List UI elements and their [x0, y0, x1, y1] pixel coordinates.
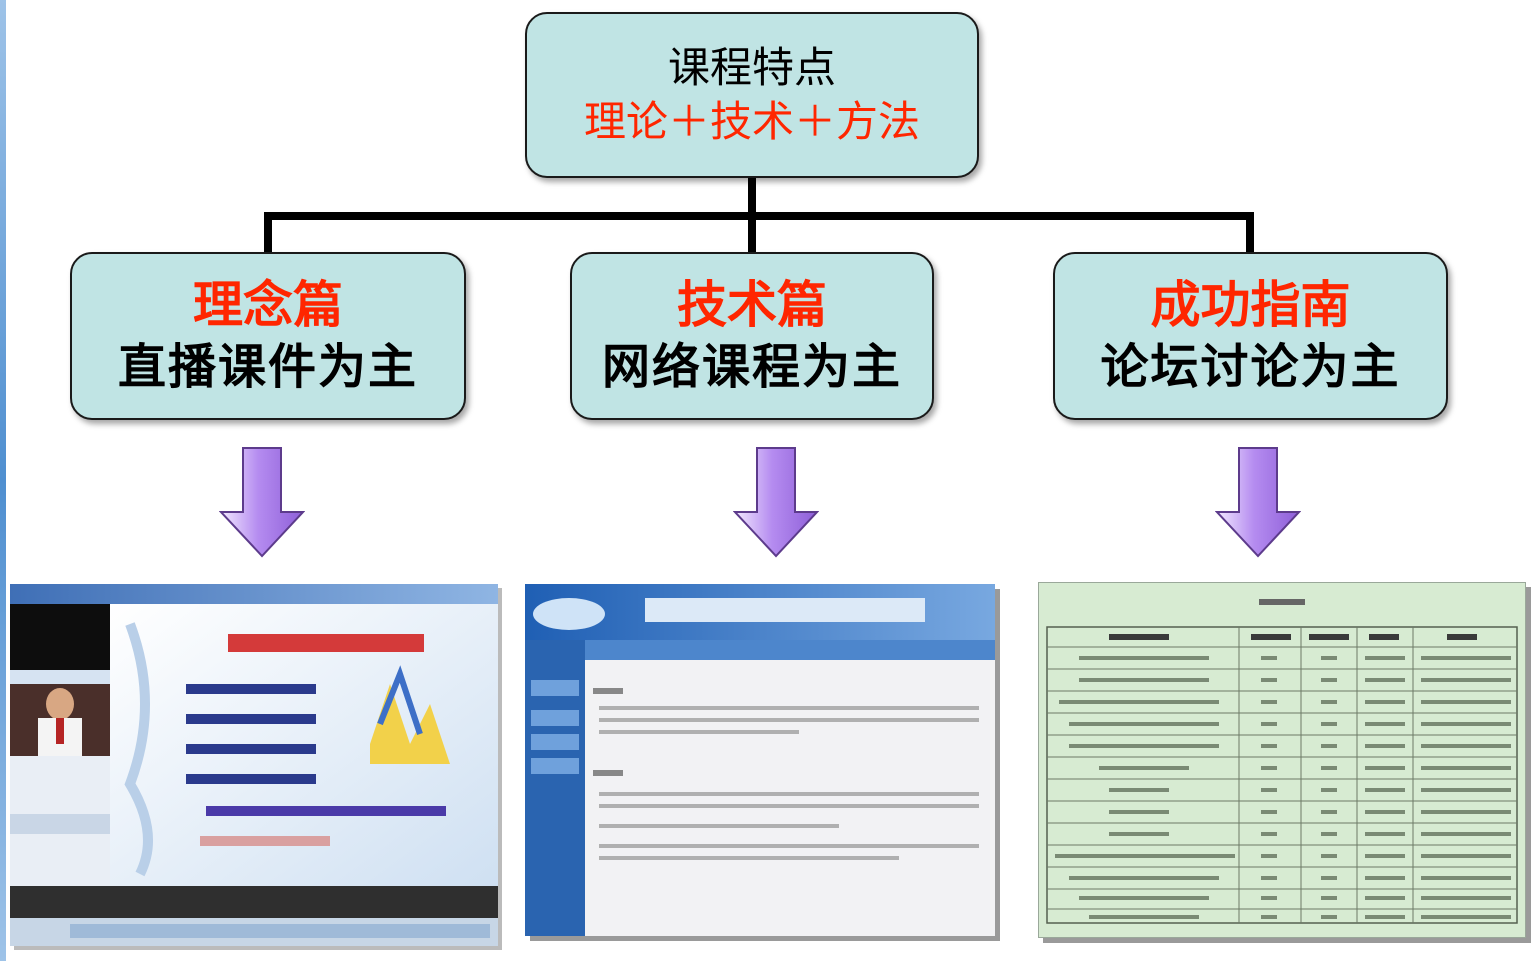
branch-subtitle-3: 论坛讨论为主 [1100, 339, 1401, 395]
down-arrow-icon [219, 447, 305, 558]
branch-subtitle-1: 直播课件为主 [117, 339, 418, 395]
forum-table-screenshot [1038, 582, 1526, 938]
web-course-screenshot [525, 584, 995, 936]
branch-title-3: 成功指南 [1150, 275, 1351, 334]
root-node: 课程特点 理论＋技术＋方法 [525, 12, 979, 178]
down-arrow-icon [733, 447, 819, 558]
branch-node-2: 技术篇 网络课程为主 [570, 252, 934, 420]
branch-node-3: 成功指南 论坛讨论为主 [1053, 252, 1448, 420]
branch-node-1: 理念篇 直播课件为主 [70, 252, 466, 420]
slide-edge-strip [0, 0, 6, 961]
down-arrow-icon [1215, 447, 1301, 558]
live-lecture-screenshot [10, 584, 498, 946]
branch-subtitle-2: 网络课程为主 [601, 339, 902, 395]
root-title: 课程特点 [667, 43, 836, 92]
branch-title-1: 理念篇 [193, 275, 343, 334]
root-subtitle: 理论＋技术＋方法 [583, 97, 920, 146]
branch-title-2: 技术篇 [677, 275, 827, 334]
